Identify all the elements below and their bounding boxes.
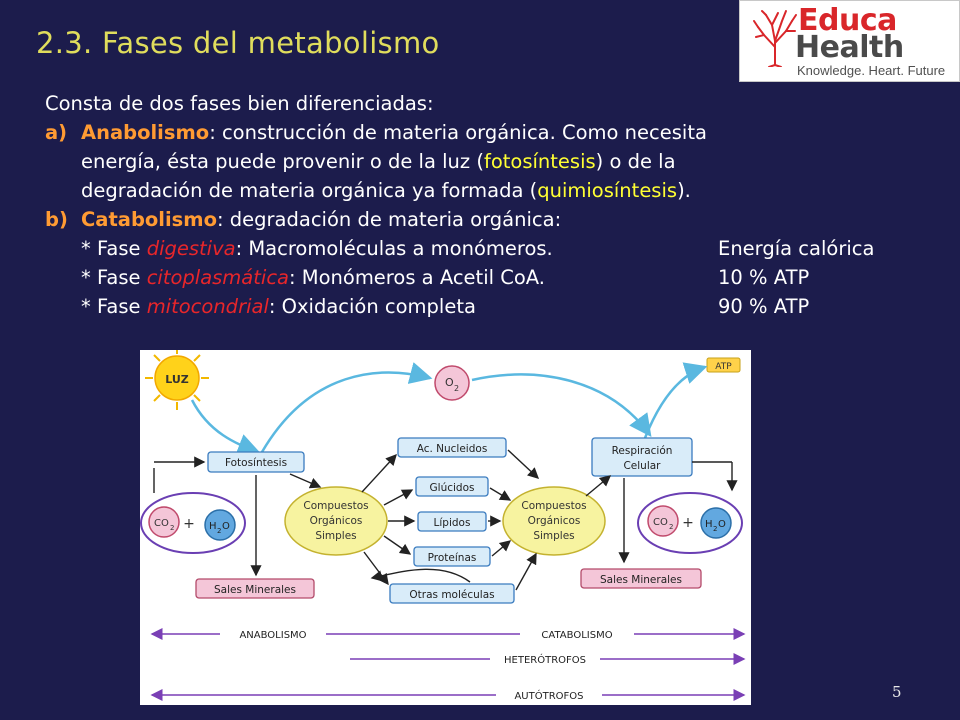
svg-text:Orgánicos: Orgánicos	[528, 515, 581, 527]
svg-text:Ac. Nucleidos: Ac. Nucleidos	[417, 443, 488, 455]
term-fotosintesis: fotosíntesis	[483, 150, 596, 173]
slide-body: Consta de dos fases bien diferenciadas: …	[45, 89, 925, 321]
anabolismo-line-1: a)Anabolismo: construcción de materia or…	[45, 118, 925, 147]
svg-text:Fotosíntesis: Fotosíntesis	[225, 457, 287, 469]
svg-text:Otras moléculas: Otras moléculas	[409, 589, 494, 601]
term-catabolismo: Catabolismo	[81, 208, 217, 231]
svg-text:Sales Minerales: Sales Minerales	[214, 584, 296, 596]
svg-text:O: O	[718, 519, 726, 530]
right-outputs-oval: CO 2 + H 2 O	[637, 492, 743, 554]
svg-text:+: +	[183, 516, 195, 532]
svg-text:Simples: Simples	[533, 530, 574, 542]
sales-minerales-right: Sales Minerales	[580, 568, 702, 589]
svg-text:+: +	[682, 515, 694, 531]
svg-text:H: H	[705, 519, 713, 530]
svg-text:CO: CO	[653, 517, 668, 528]
phase-name: mitocondrial	[146, 295, 269, 318]
compuestos-right: Compuestos Orgánicos Simples	[502, 486, 606, 556]
term-quimiosintesis: quimiosíntesis	[537, 179, 678, 202]
svg-text:2: 2	[713, 525, 717, 533]
range-anabolismo: ANABOLISMO	[150, 628, 452, 641]
catabolismo-line: b)Catabolismo: degradación de materia or…	[45, 205, 925, 234]
fotosintesis-box: Fotosíntesis	[207, 451, 305, 473]
intro-line: Consta de dos fases bien diferenciadas:	[45, 92, 434, 115]
svg-text:Glúcidos: Glúcidos	[430, 482, 475, 494]
metabolism-diagram: LUZ O 2 ATP Fotosíntesis Respiración Cel…	[140, 350, 751, 705]
svg-text:ANABOLISMO: ANABOLISMO	[239, 630, 306, 641]
logo-word-health: Health	[795, 30, 904, 65]
anabolismo-line-2: energía, ésta puede provenir o de la luz…	[81, 150, 676, 173]
svg-text:CO: CO	[154, 518, 169, 529]
svg-text:Respiración: Respiración	[612, 445, 673, 457]
svg-text:Lípidos: Lípidos	[434, 517, 471, 529]
item-label-b: b)	[45, 208, 68, 231]
oxygen-node: O 2	[434, 365, 470, 401]
anabolismo-line-3: degradación de materia orgánica ya forma…	[81, 179, 691, 202]
page-number: 5	[892, 683, 902, 701]
phase-energy: 10 % ATP	[718, 266, 810, 289]
slide-title: 2.3. Fases del metabolismo	[36, 26, 440, 60]
svg-text:Proteínas: Proteínas	[428, 552, 477, 564]
svg-text:Compuestos: Compuestos	[521, 500, 586, 512]
phase-citoplasmatica: * Fase citoplasmática: Monómeros a Aceti…	[45, 263, 925, 292]
atp-arrow	[643, 362, 708, 439]
svg-text:CATABOLISMO: CATABOLISMO	[541, 630, 612, 641]
oxygen-uptake-arrow	[471, 373, 652, 438]
atp-badge: ATP	[706, 357, 741, 373]
svg-text:HETERÓTROFOS: HETERÓTROFOS	[504, 653, 586, 666]
respiracion-box: Respiración Celular	[591, 437, 693, 477]
light-arrow	[190, 399, 261, 456]
svg-text:2: 2	[669, 523, 673, 531]
phase-energy: Energía calórica	[718, 237, 875, 260]
svg-text:H: H	[209, 521, 217, 532]
molecule-lipidos: Lípidos	[417, 511, 487, 532]
sun-icon: LUZ	[145, 350, 209, 410]
logo-tagline: Knowledge. Heart. Future	[797, 63, 946, 78]
svg-text:Celular: Celular	[623, 460, 661, 472]
luz-label: LUZ	[165, 373, 189, 386]
phase-energy: 90 % ATP	[718, 295, 810, 318]
molecule-glucidos: Glúcidos	[415, 476, 489, 497]
sales-minerales-left: Sales Minerales	[195, 578, 315, 599]
svg-text:Simples: Simples	[315, 530, 356, 542]
svg-text:AUTÓTROFOS: AUTÓTROFOS	[514, 689, 583, 702]
range-heterotrofos: HETERÓTROFOS	[350, 653, 746, 666]
range-catabolismo: CATABOLISMO	[452, 628, 746, 641]
range-autotrofos: AUTÓTROFOS	[150, 689, 746, 702]
flow-arrows	[153, 449, 738, 591]
educahealth-logo: Educa Health Knowledge. Heart. Future	[739, 0, 960, 82]
svg-text:ATP: ATP	[715, 362, 732, 372]
molecule-otras: Otras moléculas	[389, 583, 515, 604]
svg-text:2: 2	[170, 524, 174, 532]
svg-text:2: 2	[217, 527, 221, 535]
tree-logo-icon	[753, 10, 797, 67]
svg-text:Sales Minerales: Sales Minerales	[600, 574, 682, 586]
compuestos-left: Compuestos Orgánicos Simples	[284, 486, 388, 556]
item-label-a: a)	[45, 121, 68, 144]
svg-text:O: O	[445, 376, 454, 389]
molecule-proteinas: Proteínas	[413, 546, 491, 567]
phase-name: citoplasmática	[146, 266, 289, 289]
oxygen-release-arrow	[260, 362, 433, 453]
svg-text:Orgánicos: Orgánicos	[310, 515, 363, 527]
phase-name: digestiva	[146, 237, 236, 260]
phase-digestiva: * Fase digestiva: Macromoléculas a monóm…	[45, 234, 925, 263]
svg-text:2: 2	[454, 384, 459, 393]
molecule-ac-nucleidos: Ac. Nucleidos	[397, 437, 507, 458]
term-anabolismo: Anabolismo	[81, 121, 210, 144]
left-inputs-oval: CO 2 + H 2 O	[140, 492, 246, 554]
svg-text:Compuestos: Compuestos	[303, 500, 368, 512]
svg-text:O: O	[222, 521, 230, 532]
logo-word-educa: Educa	[798, 3, 897, 38]
